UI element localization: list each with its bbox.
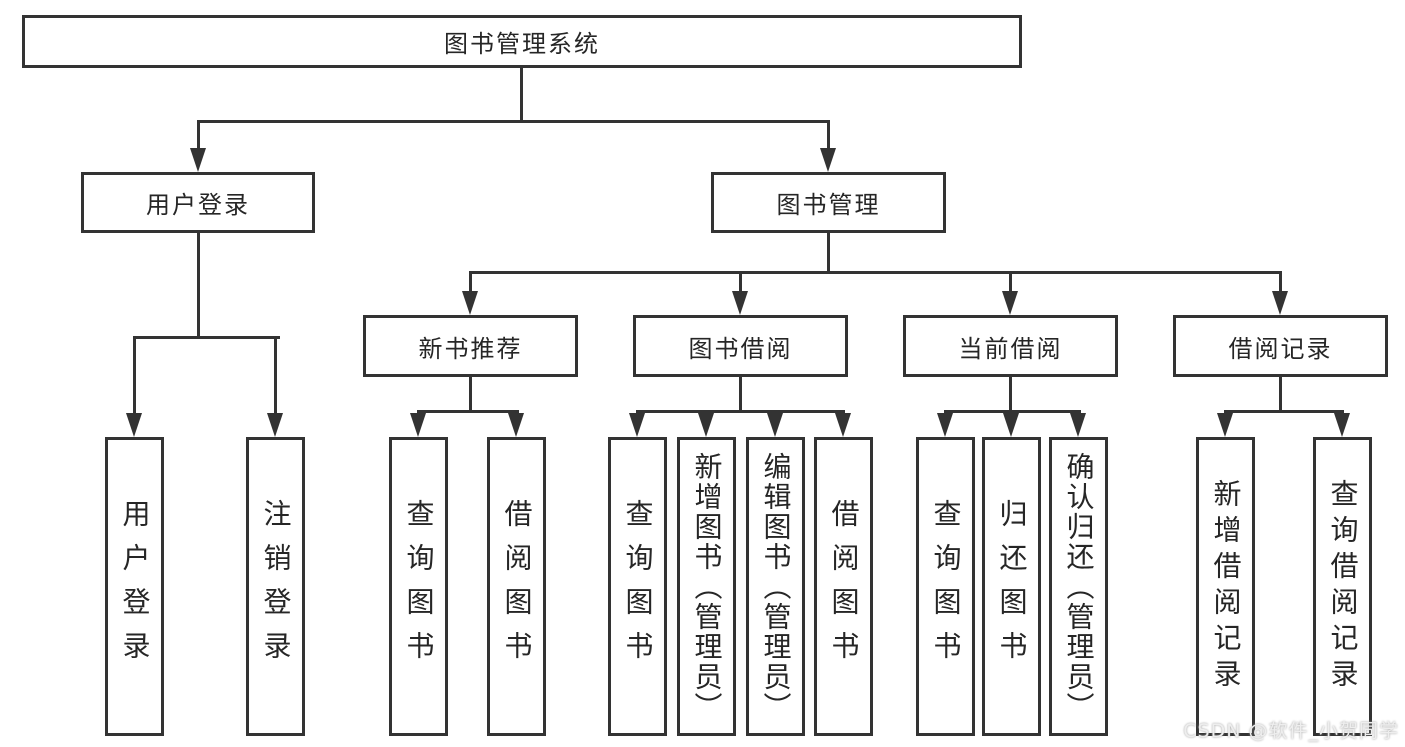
arrowhead-leaf-confirm-return	[1070, 413, 1086, 437]
leaf-query-borrow-record-label: 查询借阅记录	[1326, 478, 1360, 695]
edge-borrow-records-bar	[1224, 410, 1344, 413]
edge-to-book-borrow	[739, 271, 742, 293]
edge-user-login-bar	[133, 336, 280, 339]
arrowhead-borrow-records	[1272, 291, 1288, 315]
leaf-query-books-current-label: 查询图书	[929, 498, 963, 675]
arrowhead-leaf-user-login	[126, 413, 142, 437]
node-borrow-records-label: 借阅记录	[1228, 334, 1333, 363]
node-book-borrow: 图书借阅	[633, 315, 848, 377]
leaf-edit-book-admin: 编辑图书（管理员）	[746, 437, 805, 736]
node-user-login: 用户登录	[81, 172, 315, 233]
edge-to-user-login	[197, 120, 200, 150]
leaf-query-borrow-record: 查询借阅记录	[1313, 437, 1372, 736]
arrowhead-leaf-logout	[267, 413, 283, 437]
arrowhead-leaf-return-book	[1003, 413, 1019, 437]
node-current-borrow: 当前借阅	[903, 315, 1118, 377]
leaf-query-books-current: 查询图书	[916, 437, 975, 736]
edge-recommend-bar	[417, 410, 519, 413]
leaf-edit-book-admin-label: 编辑图书（管理员）	[759, 451, 793, 722]
leaf-borrow-books-recommend-label: 借阅图书	[500, 498, 534, 675]
arrowhead-leaf-query-borrow	[629, 413, 645, 437]
leaf-logout-label: 注销登录	[259, 498, 293, 675]
node-current-borrow-label: 当前借阅	[958, 334, 1063, 363]
node-root-label: 图书管理系统	[444, 30, 600, 58]
arrowhead-user-login	[190, 148, 206, 172]
edge-book-borrow-bar	[636, 410, 845, 413]
arrowhead-leaf-add-record	[1217, 413, 1233, 437]
node-book-borrow-label: 图书借阅	[688, 334, 793, 363]
node-new-book-recommend: 新书推荐	[363, 315, 578, 377]
leaf-return-book-label: 归还图书	[995, 498, 1029, 675]
leaf-borrow-books-recommend: 借阅图书	[487, 437, 546, 736]
leaf-add-borrow-record: 新增借阅记录	[1196, 437, 1255, 736]
arrowhead-leaf-query-record	[1334, 413, 1350, 437]
node-user-login-label: 用户登录	[146, 191, 250, 219]
node-book-management: 图书管理	[711, 172, 946, 233]
leaf-borrow-books-label: 借阅图书	[827, 498, 861, 675]
edge-user-login-stub	[197, 233, 200, 338]
edge-level3-bar	[469, 271, 1282, 274]
arrowhead-leaf-query-current	[937, 413, 953, 437]
arrowhead-leaf-borrow-recommend	[508, 413, 524, 437]
edge-book-borrow-stub	[739, 377, 742, 412]
edge-recommend-stub	[469, 377, 472, 412]
leaf-query-books-borrow-label: 查询图书	[621, 498, 655, 675]
edge-current-borrow-stub	[1009, 377, 1012, 412]
edge-to-book-management	[827, 120, 830, 150]
leaf-confirm-return-admin: 确认归还（管理员）	[1049, 437, 1108, 736]
arrowhead-new-book-recommend	[462, 291, 478, 315]
leaf-add-book-admin: 新增图书（管理员）	[677, 437, 736, 736]
arrowhead-leaf-edit-book	[767, 413, 783, 437]
leaf-borrow-books: 借阅图书	[814, 437, 873, 736]
leaf-user-login: 用户登录	[105, 437, 164, 736]
node-new-book-recommend-label: 新书推荐	[418, 334, 523, 363]
edge-to-leaf-user-login	[133, 336, 136, 415]
edge-root-bar	[197, 120, 830, 123]
edge-to-new-book-recommend	[469, 271, 472, 293]
edge-to-current-borrow	[1009, 271, 1012, 293]
leaf-query-books-recommend-label: 查询图书	[402, 498, 436, 675]
leaf-add-book-admin-label: 新增图书（管理员）	[690, 451, 724, 722]
leaf-confirm-return-admin-label: 确认归还（管理员）	[1062, 451, 1096, 722]
leaf-query-books-recommend: 查询图书	[389, 437, 448, 736]
arrowhead-book-management	[820, 148, 836, 172]
edge-book-management-stub	[827, 233, 830, 274]
leaf-user-login-label: 用户登录	[118, 498, 152, 675]
arrowhead-leaf-add-book	[698, 413, 714, 437]
node-book-management-label: 图书管理	[776, 191, 881, 219]
edge-to-borrow-records	[1279, 271, 1282, 293]
node-root: 图书管理系统	[22, 15, 1022, 68]
edge-to-leaf-logout	[274, 336, 277, 415]
arrowhead-leaf-borrow-books	[835, 413, 851, 437]
arrowhead-leaf-query-recommend	[410, 413, 426, 437]
leaf-query-books-borrow: 查询图书	[608, 437, 667, 736]
leaf-logout: 注销登录	[246, 437, 305, 736]
leaf-add-borrow-record-label: 新增借阅记录	[1209, 478, 1243, 695]
edge-root-stub	[520, 68, 523, 122]
node-borrow-records: 借阅记录	[1173, 315, 1388, 377]
edge-borrow-records-stub	[1279, 377, 1282, 412]
csdn-watermark: CSDN @软件_小贺同学	[1183, 720, 1399, 742]
leaf-return-book: 归还图书	[982, 437, 1041, 736]
arrowhead-book-borrow	[732, 291, 748, 315]
arrowhead-current-borrow	[1002, 291, 1018, 315]
